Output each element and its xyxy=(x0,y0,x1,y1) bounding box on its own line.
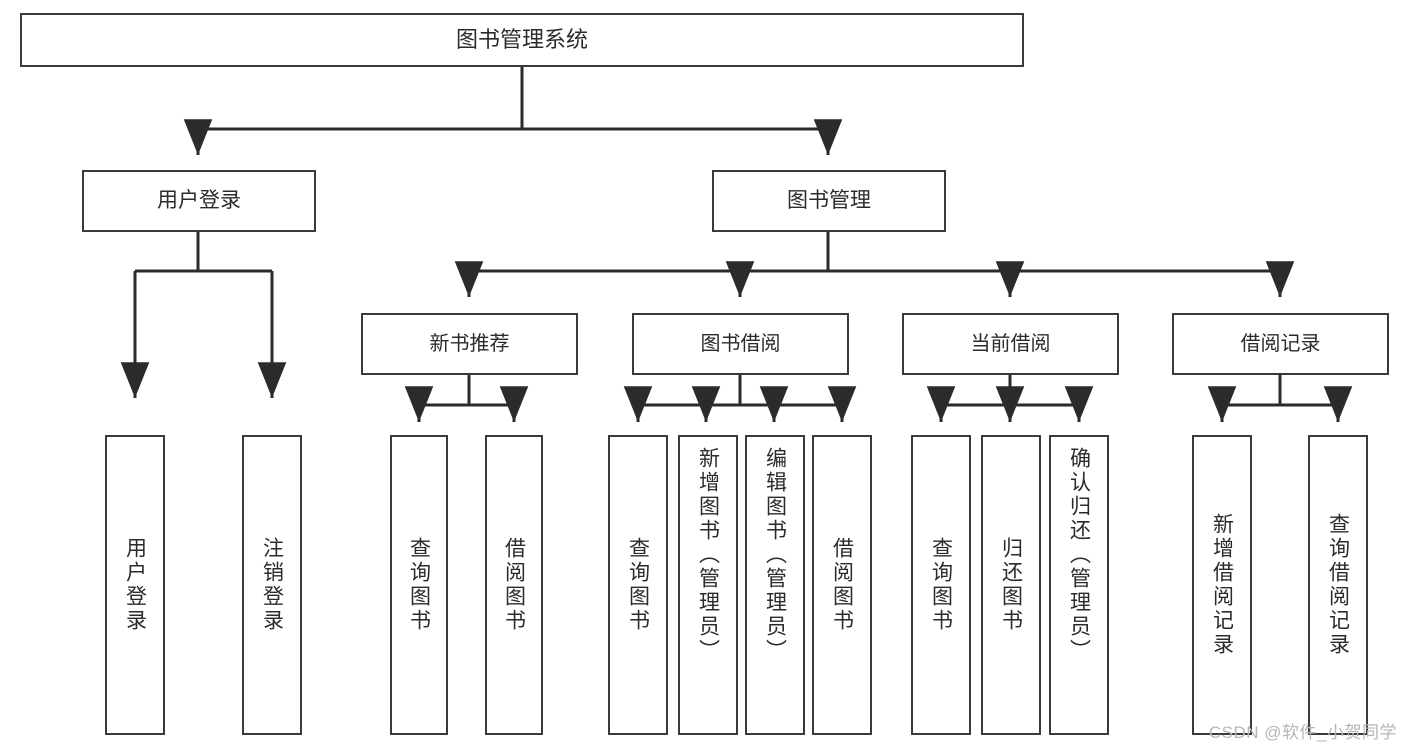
leaf-borrow-add-book-admin[interactable]: 新增图书（管理员） xyxy=(678,435,738,735)
csdn-watermark: CSDN @软件_小贺同学 xyxy=(1208,723,1397,742)
node-borrow-record[interactable]: 借阅记录 xyxy=(1172,313,1389,375)
node-label: 注销登录 xyxy=(260,537,284,633)
node-label: 新书推荐 xyxy=(429,332,510,355)
node-book-borrow[interactable]: 图书借阅 xyxy=(632,313,849,375)
leaf-current-confirm-return-admin[interactable]: 确认归还（管理员） xyxy=(1049,435,1109,735)
leaf-user-logout[interactable]: 注销登录 xyxy=(242,435,302,735)
node-label: 查询图书 xyxy=(407,537,431,633)
node-label: 查询图书 xyxy=(929,537,953,633)
node-label: 查询借阅记录 xyxy=(1326,513,1350,657)
node-label: 新增图书（管理员） xyxy=(696,447,720,663)
node-label: 编辑图书（管理员） xyxy=(763,447,787,663)
node-label: 查询图书 xyxy=(626,537,650,633)
node-current-borrow[interactable]: 当前借阅 xyxy=(902,313,1119,375)
node-label: 借阅图书 xyxy=(502,537,526,633)
node-label: 当前借阅 xyxy=(970,332,1051,355)
node-label: 图书管理 xyxy=(787,188,871,212)
leaf-recommend-borrow-book[interactable]: 借阅图书 xyxy=(485,435,543,735)
leaf-borrow-edit-book-admin[interactable]: 编辑图书（管理员） xyxy=(745,435,805,735)
node-label: 借阅记录 xyxy=(1240,332,1321,355)
leaf-current-return-book[interactable]: 归还图书 xyxy=(981,435,1041,735)
node-root-system[interactable]: 图书管理系统 xyxy=(20,13,1024,67)
node-label: 新增借阅记录 xyxy=(1210,513,1234,657)
node-label: 图书借阅 xyxy=(700,332,781,355)
leaf-current-query-book[interactable]: 查询图书 xyxy=(911,435,971,735)
node-label: 确认归还（管理员） xyxy=(1067,447,1091,663)
node-new-book-recommend[interactable]: 新书推荐 xyxy=(361,313,578,375)
leaf-borrow-query-book[interactable]: 查询图书 xyxy=(608,435,668,735)
node-label: 用户登录 xyxy=(157,188,241,212)
leaf-borrow-borrow-book[interactable]: 借阅图书 xyxy=(812,435,872,735)
node-label: 归还图书 xyxy=(999,537,1023,633)
node-user-login[interactable]: 用户登录 xyxy=(82,170,316,232)
node-label: 借阅图书 xyxy=(830,537,854,633)
leaf-user-login[interactable]: 用户登录 xyxy=(105,435,165,735)
leaf-record-query-record[interactable]: 查询借阅记录 xyxy=(1308,435,1368,735)
leaf-record-add-record[interactable]: 新增借阅记录 xyxy=(1192,435,1252,735)
node-label: 用户登录 xyxy=(123,537,147,633)
node-book-manage[interactable]: 图书管理 xyxy=(712,170,946,232)
node-label: 图书管理系统 xyxy=(455,27,588,53)
leaf-recommend-query-book[interactable]: 查询图书 xyxy=(390,435,448,735)
